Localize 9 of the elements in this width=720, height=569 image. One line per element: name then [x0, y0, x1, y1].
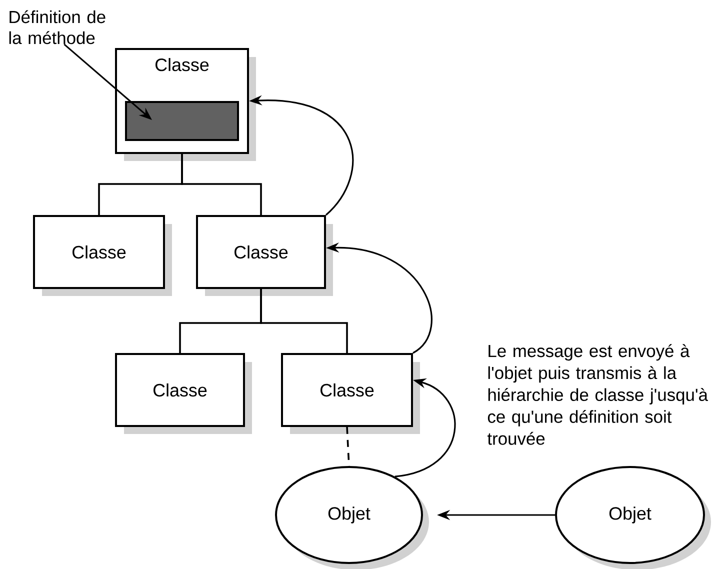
annotation-text: Définition de la méthode [9, 10, 106, 44]
class-box: Classe [33, 215, 172, 296]
connector-line [181, 154, 262, 215]
connector-line [260, 289, 348, 353]
class-box: Classe [281, 353, 420, 434]
class-box: Classe [196, 215, 333, 296]
note-text: Le message est envoyé à l'objet puis transmis à la hiérarchie de classe j'usqu'à ce qu'une définition soit trouvée [487, 344, 708, 445]
class-box: Classe [115, 353, 252, 434]
method-bar [125, 101, 239, 141]
